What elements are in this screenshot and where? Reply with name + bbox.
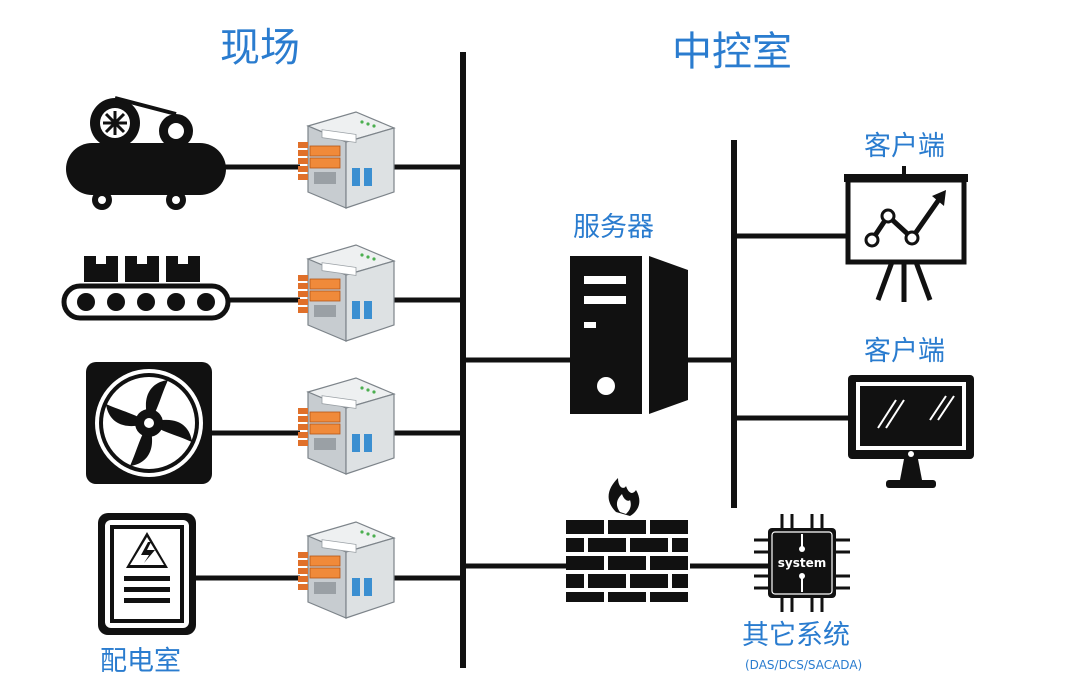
heading-control-room: 中控室 bbox=[672, 29, 792, 75]
label-other-system: 其它系统 bbox=[742, 620, 850, 651]
power-cabinet-icon bbox=[98, 513, 196, 635]
conveyor-belt-icon bbox=[61, 256, 231, 321]
heading-field: 现场 bbox=[220, 25, 300, 71]
label-client-top: 客户端 bbox=[864, 131, 945, 162]
acquisition-module-1 bbox=[297, 111, 395, 209]
system-chip-icon: system bbox=[754, 514, 850, 612]
firewall-icon bbox=[566, 478, 688, 602]
label-power-room: 配电室 bbox=[100, 646, 181, 677]
acquisition-module-4 bbox=[297, 521, 395, 619]
air-compressor-icon bbox=[66, 96, 226, 210]
chip-label: system bbox=[778, 556, 827, 570]
label-client-bottom: 客户端 bbox=[864, 336, 945, 367]
server-tower-icon bbox=[570, 256, 688, 414]
label-server: 服务器 bbox=[573, 212, 654, 243]
presentation-board-icon bbox=[844, 166, 968, 302]
acquisition-module-2 bbox=[297, 244, 395, 342]
fan-icon bbox=[86, 362, 212, 484]
acquisition-module-3 bbox=[297, 377, 395, 475]
label-other-system-sub: (DAS/DCS/SACADA) bbox=[745, 658, 863, 672]
monitor-icon bbox=[848, 375, 974, 488]
